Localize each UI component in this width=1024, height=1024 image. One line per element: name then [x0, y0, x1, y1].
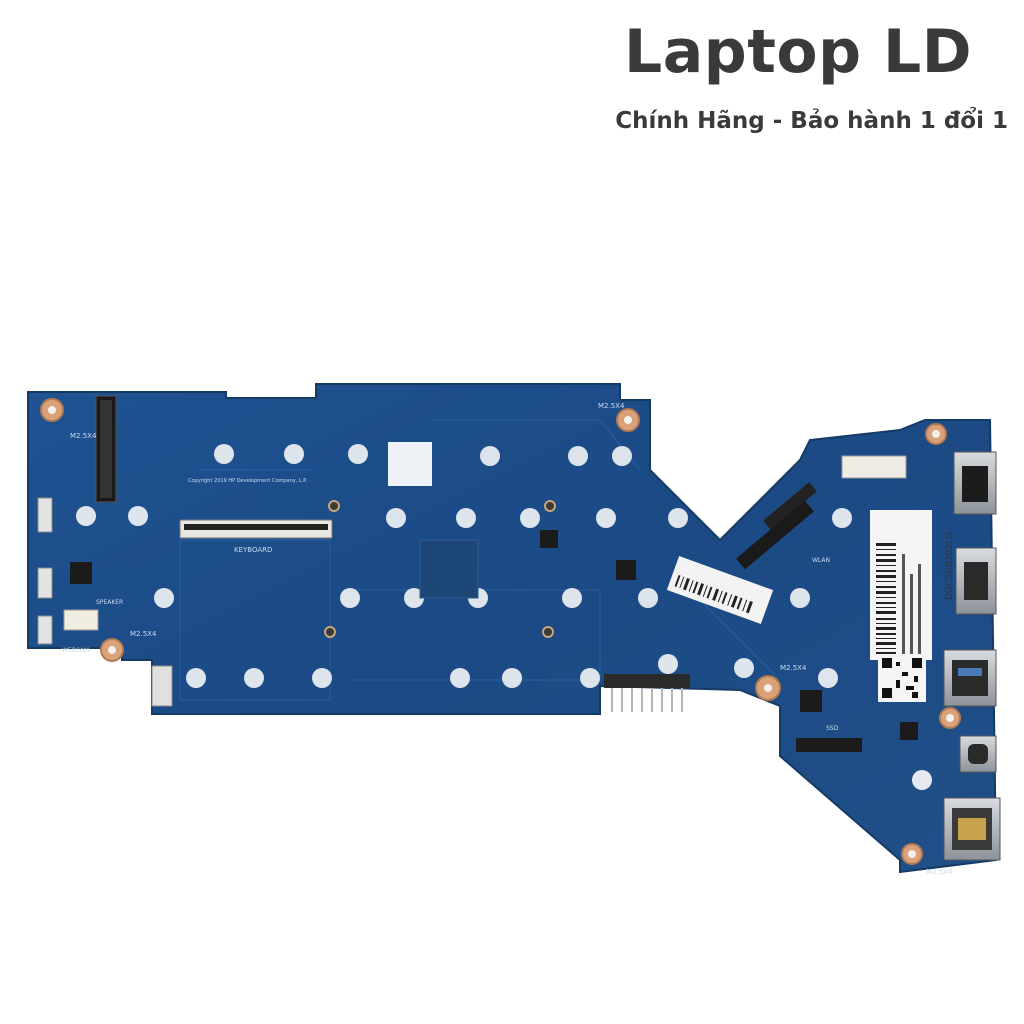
- ssd-connector: [736, 500, 814, 570]
- label-screw-3: M2.5X4: [598, 402, 625, 410]
- label-screw-2: M2.5X4: [130, 630, 157, 638]
- qr-sticker: [870, 510, 932, 660]
- side-connector-1: [37, 497, 53, 533]
- label-screw-4: M2.5X4: [780, 664, 807, 672]
- qr-code: [878, 654, 926, 702]
- cpu-pad: [388, 442, 432, 486]
- label-speaker: SPEAKER: [96, 599, 123, 606]
- label-webcam: WEBCAM: [62, 647, 89, 654]
- bottom-left-connector: [151, 665, 173, 707]
- thermal-pads: [76, 444, 852, 688]
- screw-pads: [40, 398, 961, 865]
- label-ssd: SSD: [826, 725, 839, 732]
- label-sticker-code: DGC5GB202LG: [945, 532, 955, 600]
- m2-slot: [796, 738, 862, 752]
- sd-card-slot: [943, 797, 1001, 861]
- usb-a-port: [943, 649, 997, 707]
- battery-connector: [611, 686, 683, 712]
- hdmi-port: [955, 547, 997, 615]
- label-screw-5: M2.5X4: [926, 868, 953, 876]
- label-keyboard: KEYBOARD: [234, 546, 272, 554]
- label-copyright: Copyright 2019 HP Development Company, L…: [188, 478, 308, 484]
- label-screw-1: M2.5X4: [70, 432, 97, 440]
- usb-c-port: [959, 735, 997, 773]
- speaker-connector: [63, 609, 99, 631]
- wlan-connector: [763, 482, 817, 530]
- barcode-sticker-diagonal: [666, 555, 774, 625]
- fan-connector: [841, 455, 907, 479]
- brand-logo-text: Laptop LD: [624, 17, 972, 87]
- label-wlan: WLAN: [812, 557, 830, 564]
- side-connector-3: [37, 615, 53, 645]
- chip-bga: [419, 539, 479, 599]
- side-connector-2: [37, 567, 53, 599]
- rj45-port: [953, 451, 997, 515]
- brand-tagline: Chính Hãng - Bảo hành 1 đổi 1: [615, 108, 1008, 134]
